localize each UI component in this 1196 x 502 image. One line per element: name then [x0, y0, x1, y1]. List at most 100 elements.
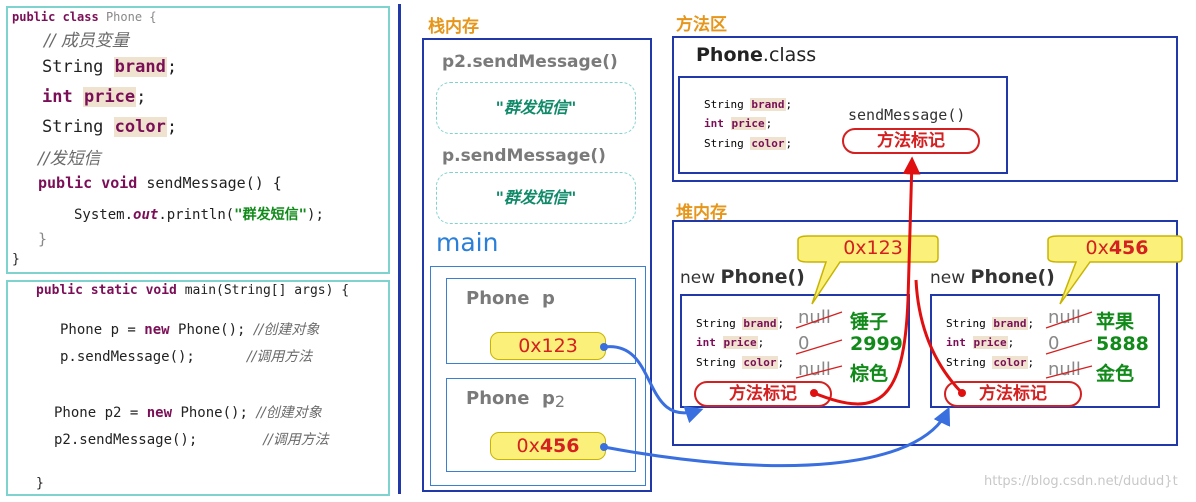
callout-prefix: 0x [1085, 237, 1109, 259]
keyword: public static void [36, 283, 177, 298]
type: String [696, 356, 736, 369]
obj2-default-color: null [1048, 359, 1081, 380]
var-p-address: 0x123 [490, 332, 606, 360]
var-p2-type: Phone [466, 388, 530, 409]
field: brand [742, 317, 778, 330]
type: String [704, 98, 744, 111]
new-class: Phone() [720, 266, 805, 288]
type: int [704, 117, 724, 130]
call-p-label: p.sendMessage() [442, 146, 606, 166]
type: String [704, 137, 744, 150]
type: String [42, 57, 104, 77]
comment: //调用方法 [263, 432, 329, 448]
var-p-name: p [541, 288, 555, 309]
obj1-value-brand: 锤子 [850, 311, 889, 333]
code-create-p: Phone p = new Phone(); //创建对象 [60, 319, 319, 339]
var-p2-address: 0x456 [490, 432, 606, 460]
code-call-p2: p2.sendMessage(); //调用方法 [54, 429, 329, 449]
type: String [946, 317, 986, 330]
obj1-default-price: 0 [798, 333, 810, 354]
obj1-value-price: 2999 [850, 333, 903, 355]
stmt-pre: Phone p2 = [54, 405, 147, 421]
field: color [992, 356, 1028, 369]
print-out: out [133, 207, 159, 223]
code-main-decl: public static void main(String[] args) { [36, 283, 349, 298]
type: String [946, 356, 986, 369]
var-p-label: Phone p [466, 288, 555, 309]
ma-method-name: sendMessage() [848, 106, 966, 124]
heap-title: 堆内存 [676, 203, 727, 223]
addr-prefix: 0x [516, 435, 540, 457]
obj2-value-color: 金色 [1096, 363, 1135, 385]
obj1-default-brand: null [798, 307, 831, 328]
obj1-field-color: String color; [696, 356, 785, 369]
stmt-post: Phone(); [178, 322, 246, 338]
class-file-label: Phone.class [696, 44, 816, 66]
obj1-callout-text: 0x123 [843, 237, 903, 259]
stmt-pre: Phone p = [60, 322, 145, 338]
obj1-new-label: new Phone() [680, 266, 805, 288]
field: color [742, 356, 778, 369]
obj2-default-price: 0 [1048, 333, 1060, 354]
keyword: public void [38, 174, 138, 192]
ma-field-price: int price; [704, 117, 773, 130]
field: price [730, 117, 766, 130]
var-p2-name: p [541, 388, 555, 409]
class-name: Phone { [105, 10, 157, 24]
method-name: sendMessage() { [146, 174, 282, 192]
keyword: new [144, 322, 170, 338]
new-kw: new [930, 268, 966, 288]
field-name: brand [113, 57, 167, 77]
watermark: https://blog.csdn.net/dudud}t [984, 474, 1178, 489]
field: brand [750, 98, 786, 111]
code-create-p2: Phone p2 = new Phone(); //创建对象 [54, 402, 322, 422]
ma-method-mark: 方法标记 [842, 128, 980, 154]
call-p2-frame: "群发短信" [436, 82, 636, 134]
obj1-default-color: null [798, 359, 831, 380]
code-line-class-decl: public class Phone { [12, 10, 157, 24]
code-println: System.out.println("群发短信"); [74, 204, 324, 224]
field: price [972, 336, 1008, 349]
ma-field-color: String color; [704, 137, 793, 150]
class-ext: .class [762, 44, 817, 66]
obj2-value-brand: 苹果 [1096, 311, 1135, 333]
comment: //创建对象 [253, 322, 320, 338]
field-name: color [113, 117, 167, 137]
ma-field-brand: String brand; [704, 98, 793, 111]
call-p-frame: "群发短信" [436, 172, 636, 224]
code-close-method: } [38, 230, 48, 248]
type: String [42, 117, 104, 137]
callout-num: 456 [1108, 237, 1149, 259]
obj2-field-price: int price; [946, 336, 1015, 349]
main-label: main [436, 228, 499, 257]
print-string: "群发短信" [234, 207, 308, 223]
type: int [42, 87, 73, 107]
addr-num: 456 [539, 435, 580, 457]
divider [398, 4, 401, 494]
comment-fields: // 成员变量 [44, 31, 129, 51]
obj1-method-mark: 方法标记 [694, 381, 832, 407]
main-code-panel [6, 280, 390, 496]
obj2-default-brand: null [1048, 307, 1081, 328]
code-method-decl: public void sendMessage() { [38, 174, 282, 192]
comment-method: //发短信 [38, 149, 101, 169]
print-mid: .println( [158, 207, 235, 223]
type: int [946, 336, 966, 349]
type: int [696, 336, 716, 349]
class-name-bold: Phone [696, 44, 763, 66]
stmt: p2.sendMessage(); [54, 432, 198, 448]
comment: //调用方法 [246, 349, 313, 365]
call-p2-body: "群发短信" [495, 98, 577, 117]
print-end: ); [307, 207, 324, 223]
stmt-post: Phone(); [180, 405, 248, 421]
obj1-value-color: 棕色 [850, 363, 889, 385]
field-name: price [82, 87, 137, 107]
obj2-method-mark: 方法标记 [944, 381, 1082, 407]
var-p2-label: Phone p2 [466, 388, 565, 411]
method-area-title: 方法区 [676, 15, 727, 35]
call-p2-label: p2.sendMessage() [442, 52, 618, 72]
obj2-field-color: String color; [946, 356, 1035, 369]
obj2-new-label: new Phone() [930, 266, 1055, 288]
obj1-field-price: int price; [696, 336, 765, 349]
stack-box [422, 38, 652, 492]
